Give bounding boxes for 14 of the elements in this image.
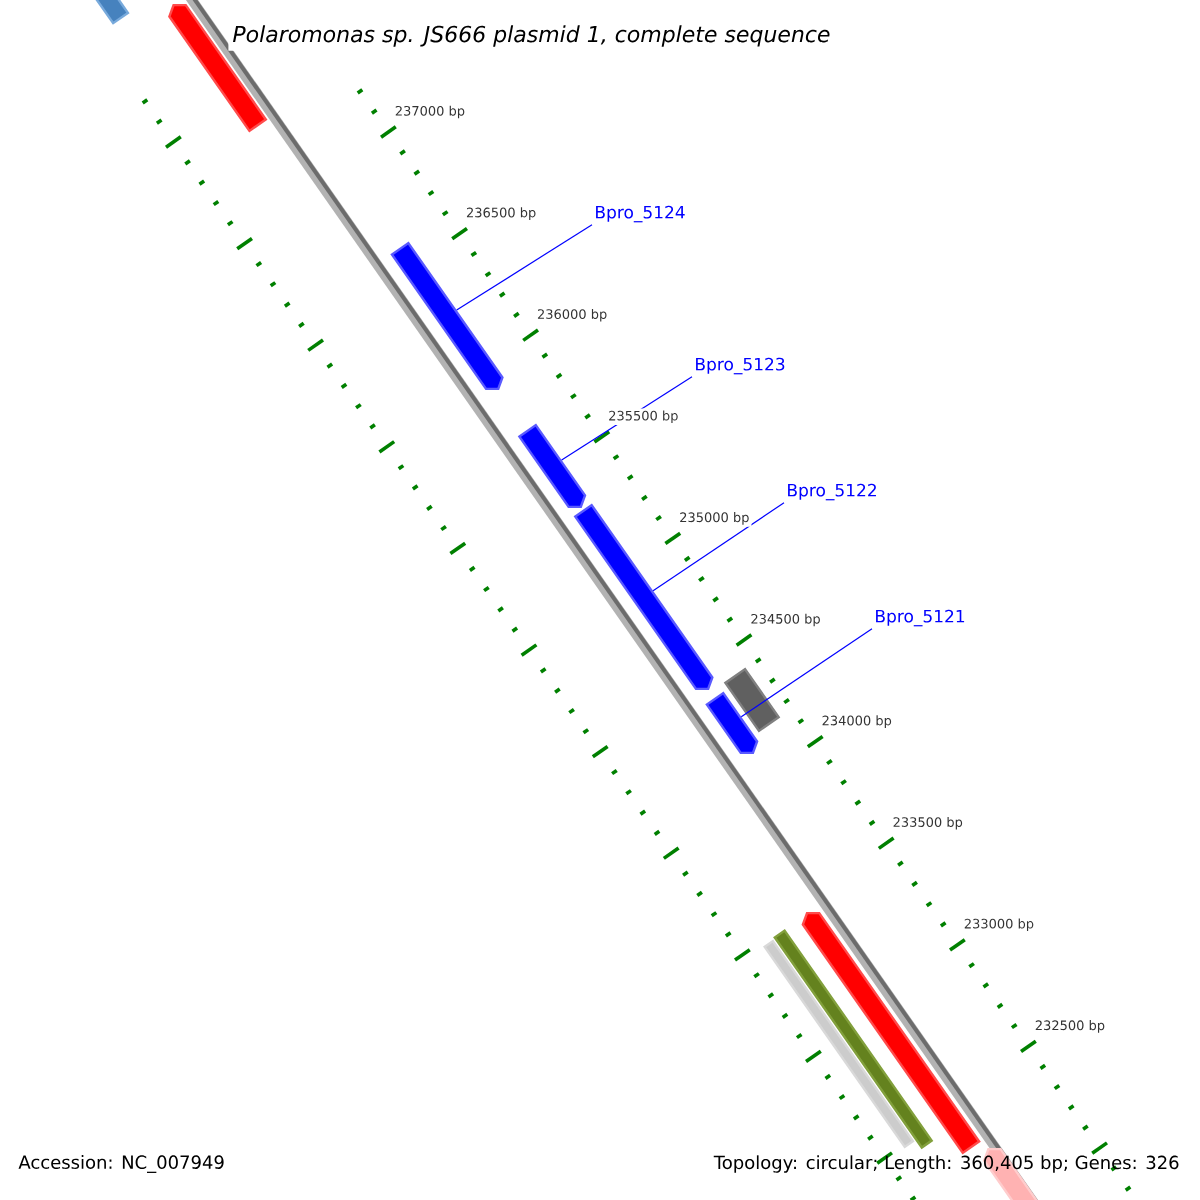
gene-segment xyxy=(390,241,504,391)
footer-text: Accession: NC_007949 xyxy=(16,1153,227,1175)
leader-line xyxy=(740,628,873,718)
gene-label: Bpro_5123 xyxy=(696,357,785,375)
gene-label: Bpro_5122 xyxy=(788,483,876,501)
leader-line xyxy=(652,502,785,592)
gene-label: Bpro_5121 xyxy=(876,609,965,627)
leader-line xyxy=(456,224,593,311)
gene-segment xyxy=(705,691,759,755)
gene-segment xyxy=(517,423,587,509)
gene-label: Bpro_5124 xyxy=(596,205,685,223)
title: Polaromonas sp. JS666 plasmid 1, complete sequence xyxy=(228,21,835,51)
footer-text: Topology: circular; Length: 360,405 bp; Genes: 326 xyxy=(713,1155,1179,1173)
gene-segment xyxy=(763,939,915,1149)
